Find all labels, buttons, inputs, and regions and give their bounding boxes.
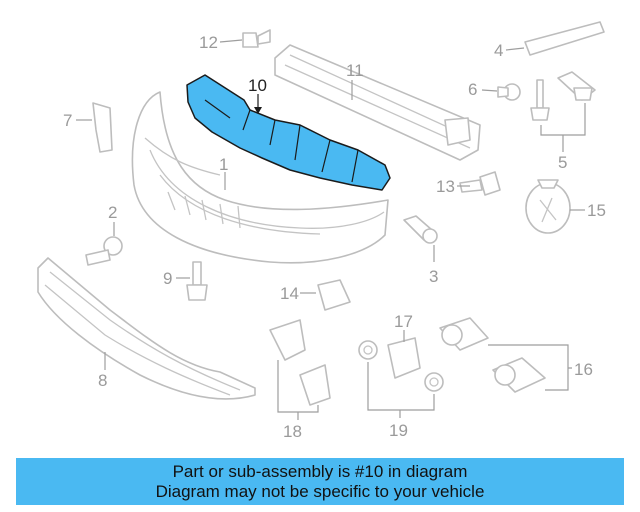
- energy-absorber-part-10[interactable]: [186, 74, 391, 191]
- callout-10: 10: [248, 76, 267, 95]
- parts-diagram: 1 10 11 12 4 6 5: [37, 21, 606, 441]
- grommet-part-19b[interactable]: [424, 372, 444, 392]
- leader-line-18: [277, 360, 319, 420]
- bolt-part-2[interactable]: [85, 236, 123, 266]
- bolt-part-5a[interactable]: [530, 79, 550, 121]
- callout-19: 19: [389, 421, 408, 440]
- callout-2: 2: [108, 203, 117, 222]
- sensor-part-16b[interactable]: [492, 357, 546, 393]
- bracket-part-7[interactable]: [92, 102, 113, 153]
- bolt-part-13[interactable]: [459, 171, 501, 196]
- leader-line-6: [481, 89, 498, 92]
- leader-line-4: [505, 47, 525, 51]
- bolt-part-5b[interactable]: [557, 71, 596, 101]
- cover-part-14[interactable]: [317, 279, 351, 311]
- clip-part-6[interactable]: [497, 83, 521, 101]
- fastener-bag-part-15[interactable]: [525, 179, 571, 234]
- callout-11: 11: [346, 61, 364, 80]
- leader-line-19: [367, 362, 435, 418]
- sensor-part-16a[interactable]: [439, 317, 489, 351]
- callout-18: 18: [283, 422, 302, 441]
- bracket-part-17[interactable]: [387, 337, 421, 379]
- callout-15: 15: [587, 201, 606, 220]
- callout-8: 8: [98, 371, 107, 390]
- reinforcement-bar-part-11[interactable]: [274, 44, 481, 161]
- bolt-part-12[interactable]: [242, 29, 271, 48]
- banner-line-2: Diagram may not be specific to your vehi…: [155, 481, 485, 501]
- callout-9: 9: [163, 269, 172, 288]
- callout-12: 12: [199, 33, 218, 52]
- bracket-part-4[interactable]: [524, 21, 605, 56]
- callout-1: 1: [219, 155, 228, 174]
- leader-line-16: [488, 344, 572, 391]
- callout-6: 6: [468, 80, 477, 99]
- callout-13: 13: [436, 177, 455, 196]
- callout-7: 7: [63, 111, 72, 130]
- bolt-part-9[interactable]: [186, 261, 208, 301]
- bracket-part-18a[interactable]: [269, 319, 306, 361]
- callout-5: 5: [558, 153, 567, 172]
- arrow-10-icon: [254, 107, 262, 114]
- grommet-part-19a[interactable]: [358, 340, 378, 360]
- bracket-part-18b[interactable]: [299, 364, 331, 406]
- grille-part-8[interactable]: [37, 257, 256, 400]
- banner-line-1: Part or sub-assembly is #10 in diagram: [172, 461, 468, 481]
- callout-14: 14: [280, 284, 299, 303]
- bumper-cover-part-1[interactable]: [131, 91, 389, 264]
- leader-line-5: [540, 103, 586, 152]
- info-banner: Part or sub-assembly is #10 in diagram D…: [16, 458, 624, 505]
- callout-17: 17: [394, 312, 413, 331]
- bolt-part-3[interactable]: [403, 215, 438, 244]
- leader-line-12: [219, 39, 243, 43]
- callout-4: 4: [494, 41, 503, 60]
- callout-3: 3: [429, 267, 438, 286]
- callout-16: 16: [574, 360, 593, 379]
